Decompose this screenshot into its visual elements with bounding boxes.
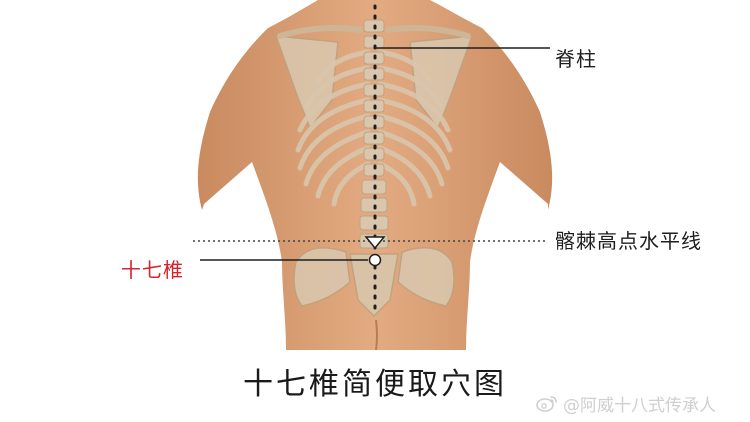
acupoint-marker	[368, 253, 382, 267]
left-clavicle	[277, 25, 363, 39]
watermark: @阿威十八式传承人	[536, 393, 716, 416]
spine-label: 脊柱	[555, 47, 597, 71]
iliac-marker-triangle	[364, 236, 386, 250]
weibo-icon	[536, 396, 557, 412]
figure-caption: 十七椎简便取穴图	[243, 367, 507, 402]
back-anatomy-figure	[193, 0, 553, 350]
buttock-cleft	[375, 319, 378, 350]
watermark-text: @阿威十八式传承人	[563, 395, 716, 416]
right-clavicle	[385, 25, 471, 39]
acupoint-label: 十七椎	[121, 258, 184, 282]
rib-cage	[295, 49, 453, 207]
iliac-line-label: 髂棘高点水平线	[555, 229, 702, 253]
